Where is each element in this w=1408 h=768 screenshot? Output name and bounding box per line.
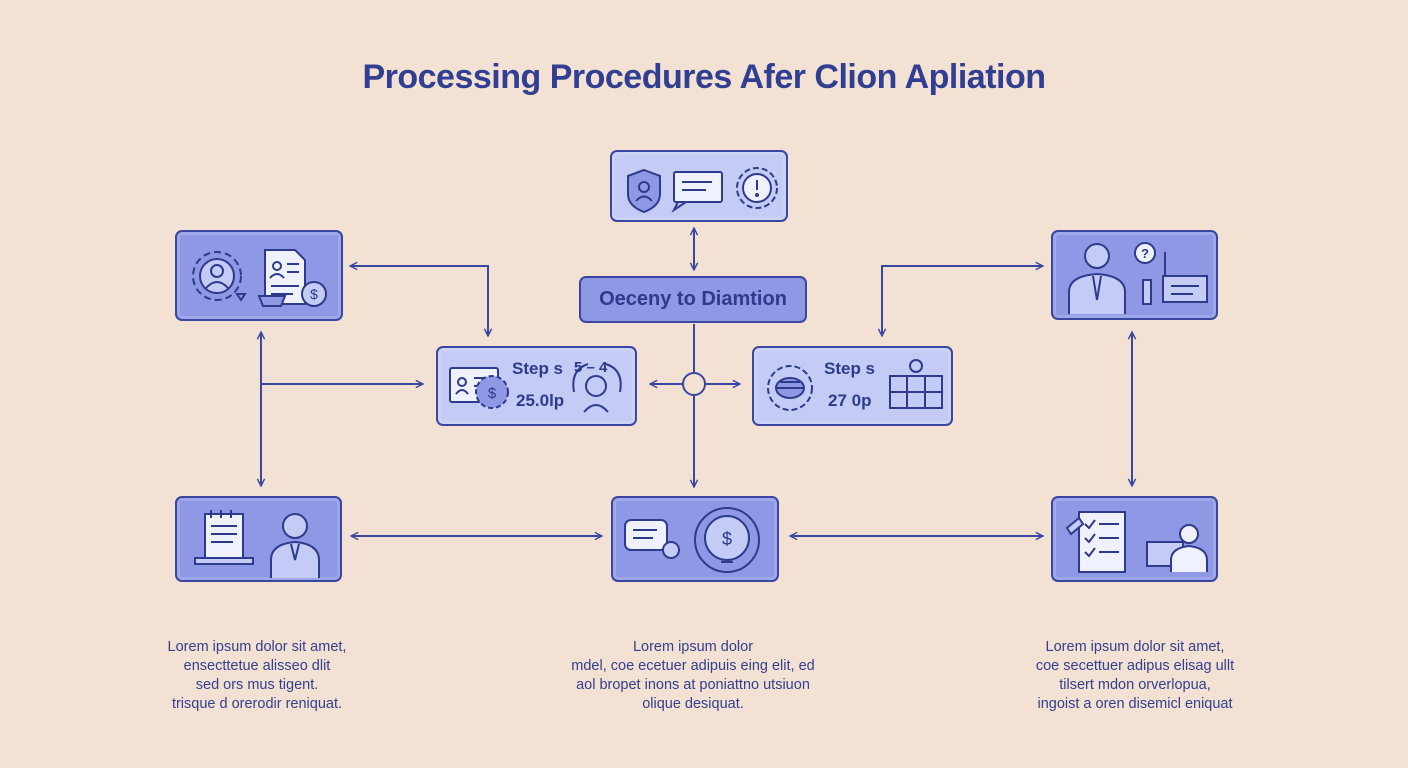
top-left-process-box: $	[175, 230, 343, 321]
step-left-label: Step s	[512, 359, 564, 378]
caption-left: Lorem ipsum dolor sit amet, ensecttetue …	[167, 639, 347, 712]
bottom-center-process-box: $	[611, 496, 779, 582]
diagram-title: Processing Procedures Afer Clion Apliati…	[362, 58, 1046, 96]
gear-alert-icon	[736, 167, 778, 209]
shield-user-icon	[627, 168, 661, 214]
message-icon	[671, 171, 723, 213]
document-profile-icon	[257, 249, 306, 307]
employee-icon	[270, 513, 320, 578]
step-left-value: 25.0lp	[516, 391, 565, 410]
chat-icon	[624, 519, 680, 559]
caption-center: Lorem ipsum dolor mdel, coe ecetuer adip…	[571, 639, 815, 712]
globe-scan-icon	[767, 365, 813, 411]
svg-text:$: $	[310, 286, 318, 302]
step-left-box: $ Step s 5 – 4 25.0lp	[436, 346, 637, 426]
checklist-icon	[1065, 511, 1126, 573]
gear-user-icon	[192, 251, 247, 302]
bottom-left-process-box	[175, 496, 342, 582]
step-right-box: Step s 27 0p	[752, 346, 953, 426]
business-person-icon	[1068, 243, 1126, 314]
workstation-icon	[1142, 252, 1208, 305]
dollar-coin-icon: $	[301, 281, 327, 307]
question-bubble-icon: ?	[1134, 242, 1156, 264]
step-right-label: Step s	[824, 359, 876, 378]
junction-node	[682, 372, 706, 396]
step-right-value: 27 0p	[828, 391, 872, 410]
center-label-box: Oeceny to Diamtion	[579, 276, 807, 323]
dollar-lightbulb-cycle-icon: $	[694, 507, 760, 573]
presenter-icon	[1146, 524, 1208, 572]
bottom-right-process-box	[1051, 496, 1218, 582]
top-right-process-box: ?	[1051, 230, 1218, 320]
step-left-extra: 5 – 4	[574, 359, 608, 376]
svg-text:?: ?	[1141, 246, 1149, 261]
top-process-box	[610, 150, 788, 222]
svg-text:$: $	[722, 529, 732, 549]
lightbulb-head-icon	[572, 363, 622, 413]
calendar-laptop-icon	[194, 510, 254, 565]
team-grid-icon	[889, 359, 943, 409]
dollar-gear-icon: $	[475, 375, 509, 409]
caption-right: Lorem ipsum dolor sit amet, coe secettue…	[1035, 639, 1235, 712]
svg-text:$: $	[488, 385, 497, 402]
